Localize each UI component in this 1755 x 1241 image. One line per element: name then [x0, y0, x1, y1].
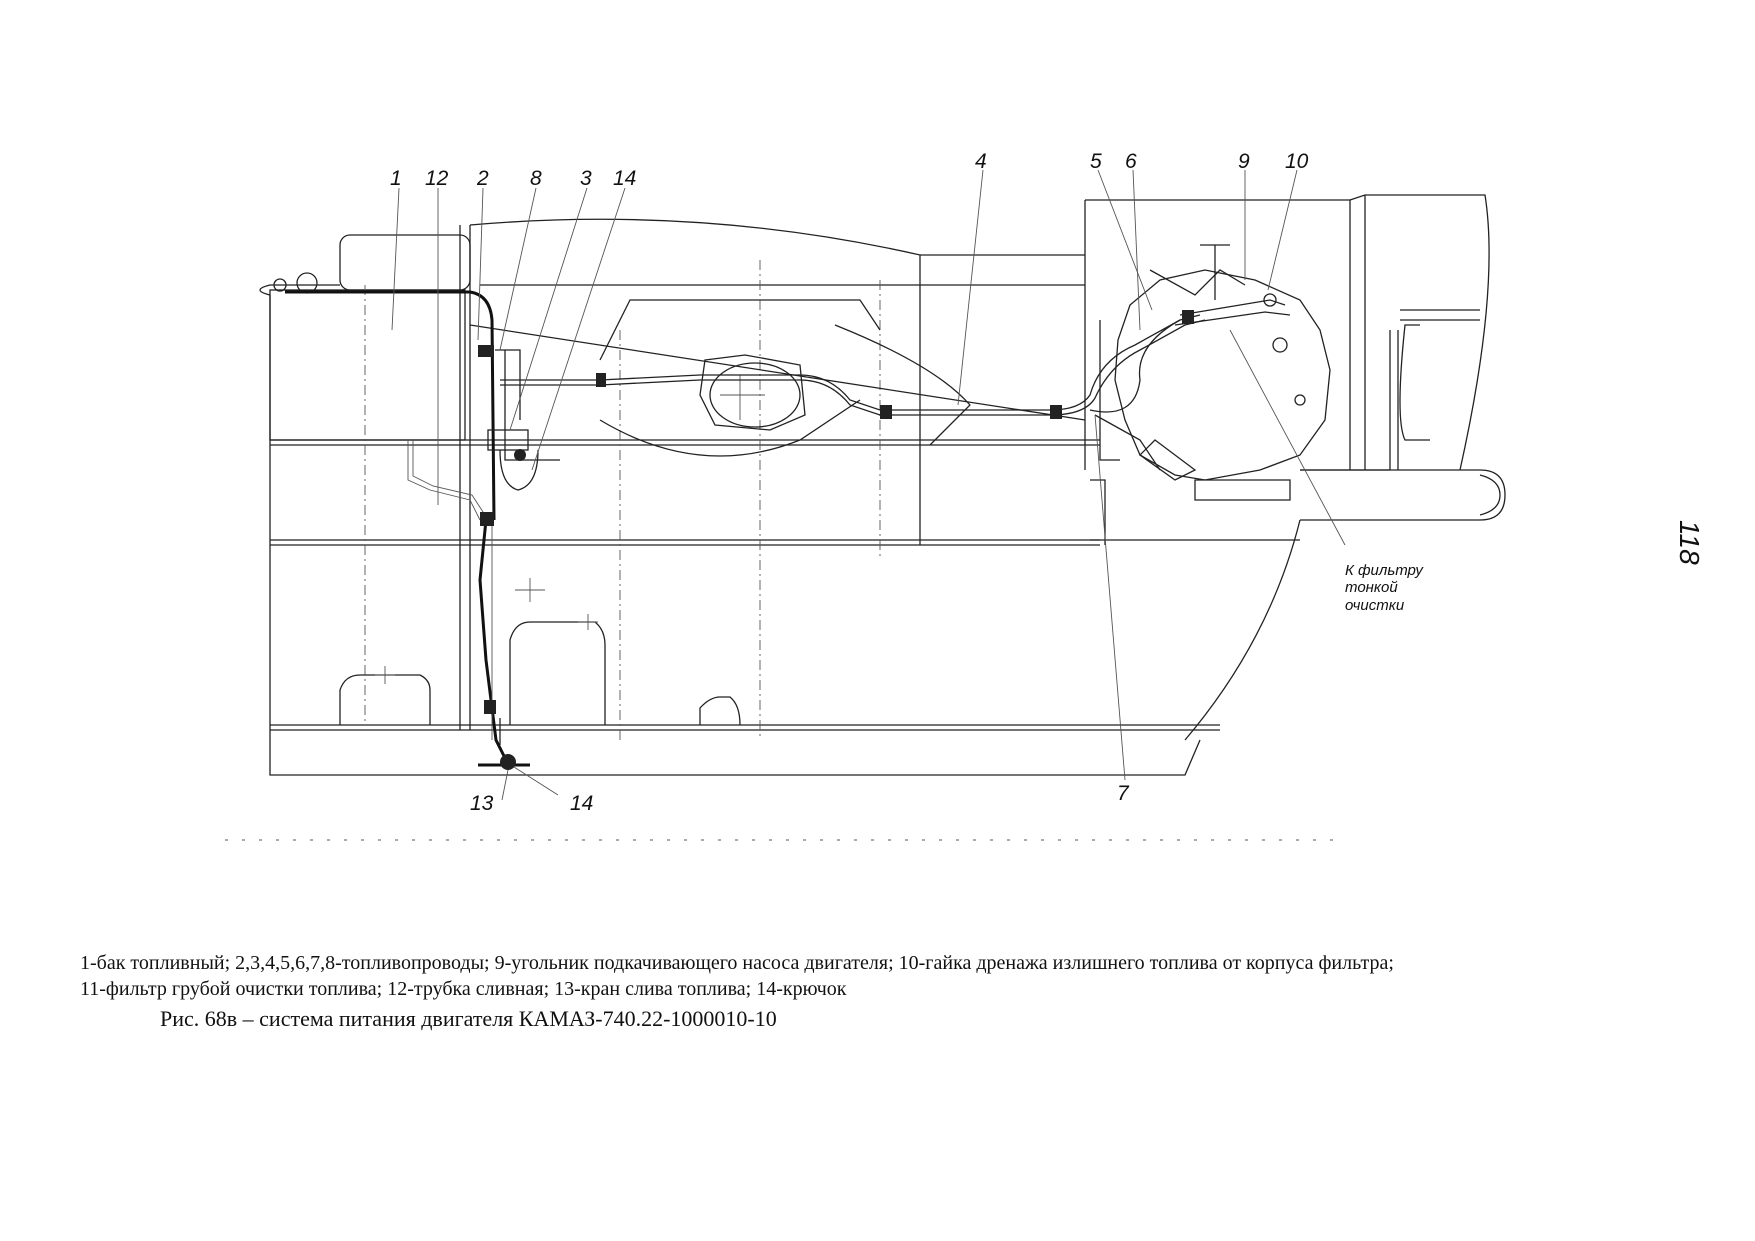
fine-filter-note: К фильтру тонкой очистки	[1345, 562, 1424, 614]
callout-5: 5	[1090, 150, 1102, 173]
fuel-system-drawing: 1 12 2 8 3 14 4 5 6 9 10 7 13 14 К фильт…	[225, 150, 1705, 841]
note-line-3: очистки	[1345, 597, 1405, 614]
callout-3: 3	[580, 167, 592, 190]
callout-6: 6	[1125, 150, 1137, 173]
page-number: 118	[1674, 520, 1705, 565]
note-line-1: К фильтру	[1345, 562, 1424, 579]
fuel-tank	[269, 234, 881, 740]
figure-title: Рис. 68в – система питания двигателя КАМ…	[160, 1006, 777, 1031]
callout-13: 13	[470, 792, 494, 815]
engine	[1099, 244, 1331, 501]
callout-12: 12	[425, 167, 449, 190]
callout-8: 8	[530, 167, 542, 190]
callout-7: 7	[1117, 782, 1130, 805]
callout-14-bottom: 14	[570, 792, 593, 815]
legend-line-2: 11-фильтр грубой очистки топлива; 12-тру…	[80, 978, 847, 1000]
legend-line-1: 1-бак топливный; 2,3,4,5,6,7,8-топливопр…	[80, 952, 1394, 974]
lower-brackets	[339, 578, 741, 726]
callout-1: 1	[390, 167, 402, 190]
callout-2: 2	[476, 167, 489, 190]
callout-9: 9	[1238, 150, 1250, 173]
note-line-2: тонкой	[1345, 579, 1398, 596]
callout-14-top: 14	[613, 167, 636, 190]
crossmember	[469, 299, 1086, 457]
leader-lines	[391, 169, 1346, 801]
callout-labels: 1 12 2 8 3 14 4 5 6 9 10 7 13 14	[390, 150, 1309, 815]
callout-10: 10	[1285, 150, 1309, 173]
figure-caption: 1-бак топливный; 2,3,4,5,6,7,8-топливопр…	[80, 950, 1690, 1032]
chassis-outline	[259, 194, 1506, 776]
fuel-lines	[285, 290, 1291, 770]
callout-4: 4	[975, 150, 987, 173]
legend: 1-бак топливный; 2,3,4,5,6,7,8-топливопр…	[80, 950, 1690, 1002]
